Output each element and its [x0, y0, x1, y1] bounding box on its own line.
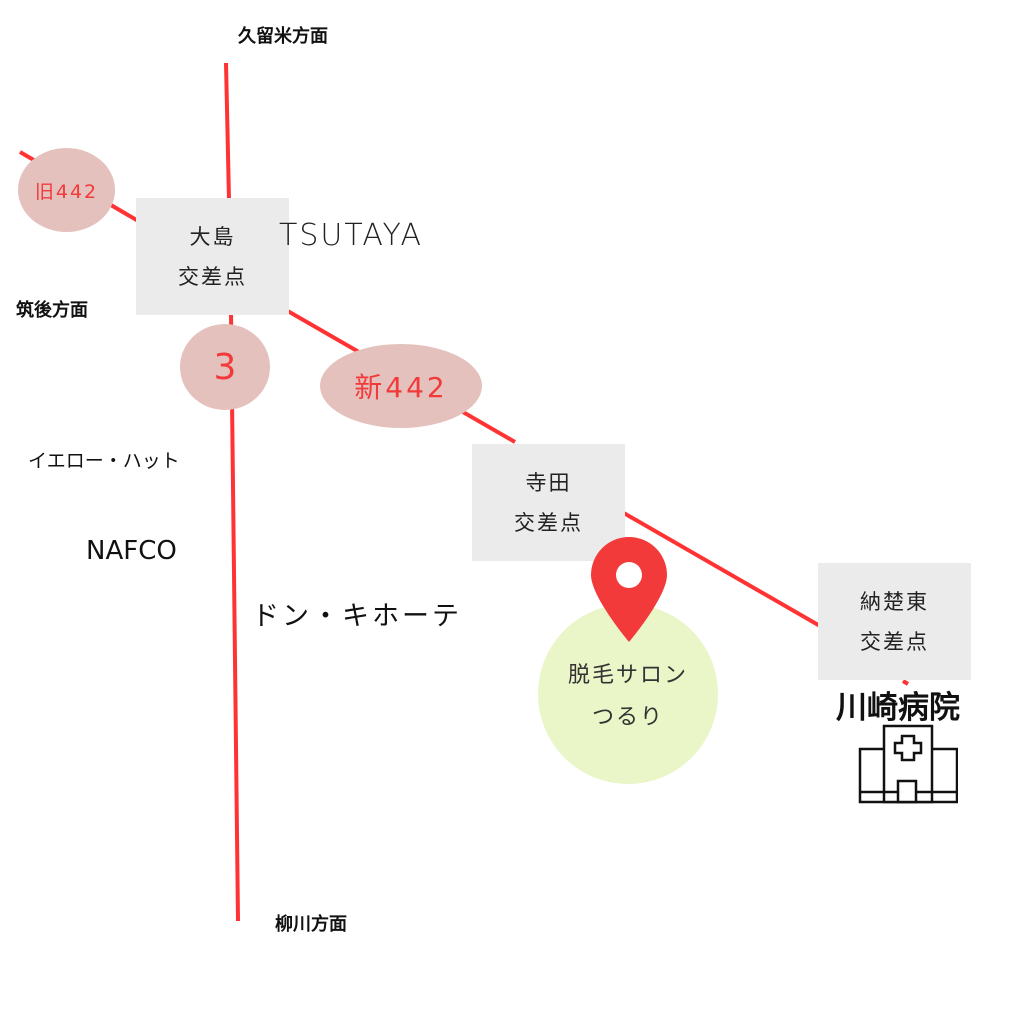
- road-new-442-c: [901, 679, 910, 686]
- route-badge-new-442: 新442: [320, 344, 482, 428]
- hospital-icon: [858, 724, 958, 804]
- intersection-suffix: 交差点: [514, 510, 583, 535]
- intersection-suffix: 交差点: [860, 629, 929, 654]
- road-route-3: [229, 311, 240, 922]
- intersection-name: 大島: [189, 224, 236, 249]
- route-badge-old-442: 旧442: [18, 148, 115, 232]
- route-label: 新442: [354, 371, 448, 404]
- landmark-yellowhat: イエロー・ハット: [28, 450, 180, 472]
- intersection-suffix: 交差点: [178, 264, 247, 289]
- intersection-terada: 寺田 交差点: [472, 444, 625, 561]
- route-badge-3: 3: [180, 324, 270, 410]
- intersection-nasohigashi: 納楚東 交差点: [818, 563, 971, 680]
- intersection-name: 納楚東: [860, 589, 929, 614]
- route-label: 旧442: [34, 180, 99, 203]
- direction-north: 久留米方面: [238, 26, 328, 47]
- map-pin-icon: [591, 537, 667, 642]
- road-north: [224, 62, 231, 201]
- route-label: 3: [213, 346, 237, 388]
- direction-south: 柳川方面: [275, 914, 347, 935]
- salon-name-2: つるり: [591, 705, 664, 730]
- landmark-nafco: NAFCO: [86, 536, 177, 566]
- salon-name: 脱毛サロン: [567, 663, 688, 688]
- landmark-tsutaya: TSUTAYA: [279, 218, 424, 253]
- landmark-hospital: 川崎病院: [836, 690, 960, 726]
- intersection-oshima: 大島 交差点: [136, 198, 289, 315]
- direction-west: 筑後方面: [16, 300, 88, 321]
- landmark-donki: ドン・キホーテ: [252, 601, 462, 632]
- road-new-442-b: [621, 510, 821, 628]
- intersection-name: 寺田: [525, 470, 572, 495]
